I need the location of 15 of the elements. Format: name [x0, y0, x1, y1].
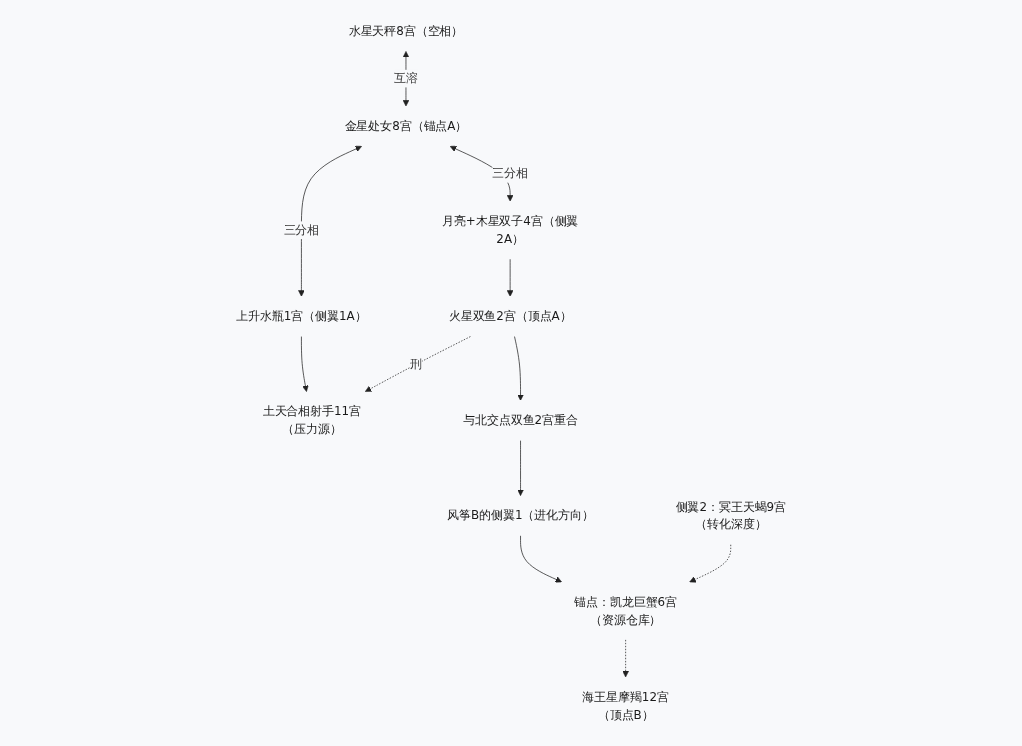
node-text: 风筝B的侧翼1（进化方向）	[447, 508, 594, 523]
node-text: 火星双鱼2宫（顶点A）	[448, 309, 572, 324]
node-text: 土天合相射手11宫 （压力源）	[262, 404, 361, 437]
edge-label: 三分相	[283, 222, 320, 237]
node-text: 侧翼2：冥王天蝎9宫 （转化深度）	[675, 499, 786, 532]
node-text: 水星天秤8宫（空相）	[348, 23, 464, 38]
node-text: 月亮+木星双子4宫（侧翼2A）	[441, 213, 579, 246]
edge-label: 互溶	[394, 71, 418, 86]
node-text: 锚点：凯龙巨蟹6宫 （资源仓库）	[574, 594, 677, 627]
node-text: 金星处女8宫（锚点A）	[344, 118, 468, 133]
edge-label: 三分相	[492, 166, 528, 181]
edge-label: 刑	[409, 356, 422, 371]
node-text: 上升水瓶1宫（侧翼1A）	[236, 309, 367, 324]
node-text: 与北交点双鱼2宫重合	[463, 413, 578, 428]
node-text: 海王星摩羯12宫 （顶点B）	[582, 689, 669, 722]
